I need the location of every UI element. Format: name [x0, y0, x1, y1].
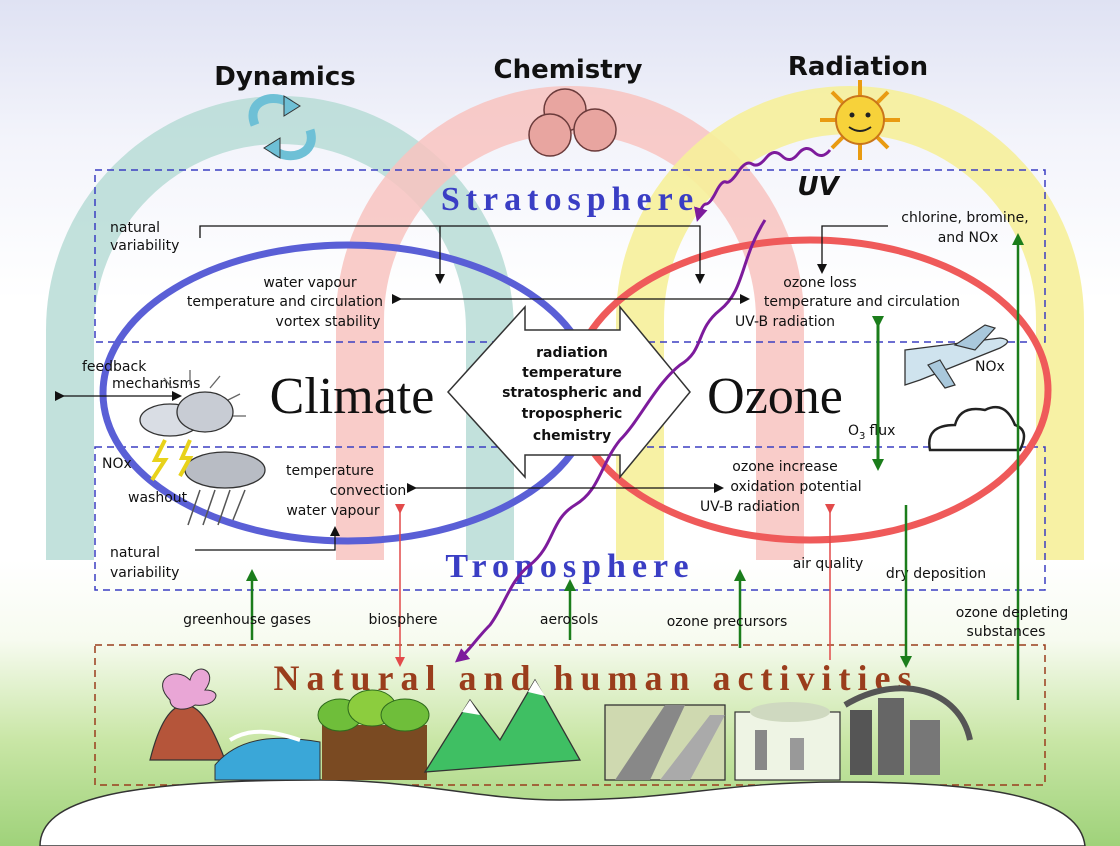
interaction-double-arrow	[446, 304, 691, 480]
strat-variability-connector	[199, 225, 705, 284]
trop-water-vapour: water vapour	[286, 503, 380, 519]
trop-variability-connector	[195, 526, 340, 551]
trop-uvb: UV-B radiation	[700, 499, 800, 515]
chemistry-title: Chemistry	[494, 55, 643, 85]
airplane-nox: NOx	[975, 359, 1005, 375]
cycle-arrows-icon	[248, 94, 316, 161]
flux-biosphere: biosphere	[368, 612, 437, 628]
mountains-icon	[423, 678, 582, 773]
storm-cloud-icon	[139, 370, 266, 526]
strat-chlorine: chlorine, bromine,	[901, 210, 1028, 226]
trop-natural: natural	[110, 545, 160, 561]
flux-greenhouse: greenhouse gases	[183, 612, 311, 628]
forest-icon	[317, 689, 430, 780]
center-chemistry: chemistry	[533, 428, 611, 444]
troposphere-label: Troposphere	[445, 548, 694, 585]
airplane-icon	[904, 324, 1009, 389]
feedback-label-2: mechanisms	[112, 376, 200, 392]
strat-variability: variability	[110, 238, 179, 254]
trop-ozone-increase: ozone increase	[732, 459, 837, 475]
uv-label: UV	[797, 172, 840, 202]
climate-label: Climate	[270, 368, 435, 425]
sun-icon	[820, 80, 900, 160]
activities-box	[94, 644, 1046, 786]
strat-vortex: vortex stability	[276, 314, 381, 330]
trop-variability: variability	[110, 565, 179, 581]
ground-hill	[39, 779, 1086, 846]
strat-ozone-loss: ozone loss	[783, 275, 856, 291]
center-strat: stratospheric and	[502, 385, 642, 401]
flux-ozone-precursors: ozone precursors	[667, 614, 788, 630]
center-radiation: radiation	[536, 345, 608, 361]
trop-dry-deposition: dry deposition	[886, 566, 986, 582]
center-temperature: temperature	[522, 365, 622, 381]
trop-nox: NOx	[102, 456, 132, 472]
flux-aerosols: aerosols	[540, 612, 598, 628]
city-icon	[843, 685, 973, 775]
strat-chlorine-connector	[817, 225, 888, 274]
dynamics-ring	[46, 96, 514, 560]
center-trop: tropospheric	[522, 406, 623, 422]
feedback-label-1: feedback	[82, 359, 147, 375]
strat-uvb: UV-B radiation	[735, 314, 835, 330]
strat-water-vapour: water vapour	[263, 275, 357, 291]
flux-ods-2: substances	[967, 624, 1046, 640]
uv-arrow-stratosphere	[694, 147, 832, 222]
trop-washout: washout	[128, 490, 188, 506]
strat-nox: and NOx	[938, 230, 999, 246]
strat-temp-circ-right: temperature and circulation	[764, 294, 960, 310]
trop-air-quality: air quality	[793, 556, 864, 572]
radiation-title: Radiation	[788, 52, 928, 82]
factory-icon	[734, 702, 841, 781]
sea-icon	[214, 729, 321, 781]
trop-temperature: temperature	[286, 463, 374, 479]
volcano-icon	[149, 668, 226, 761]
flux-ods-1: ozone depleting	[956, 605, 1068, 621]
strat-natural: natural	[110, 220, 160, 236]
uv-arrow-surface	[454, 219, 767, 663]
trop-oxidation: oxidation potential	[730, 479, 861, 495]
ozone-label: Ozone	[707, 368, 843, 425]
strat-temp-circ-left: temperature and circulation	[187, 294, 383, 310]
dynamics-title: Dynamics	[214, 62, 355, 92]
stratosphere-label: Stratosphere	[441, 181, 699, 218]
cloud-icon	[928, 405, 1026, 452]
trop-convection: convection	[330, 483, 407, 499]
highway-icon	[604, 704, 726, 781]
molecule-icon	[528, 88, 617, 157]
